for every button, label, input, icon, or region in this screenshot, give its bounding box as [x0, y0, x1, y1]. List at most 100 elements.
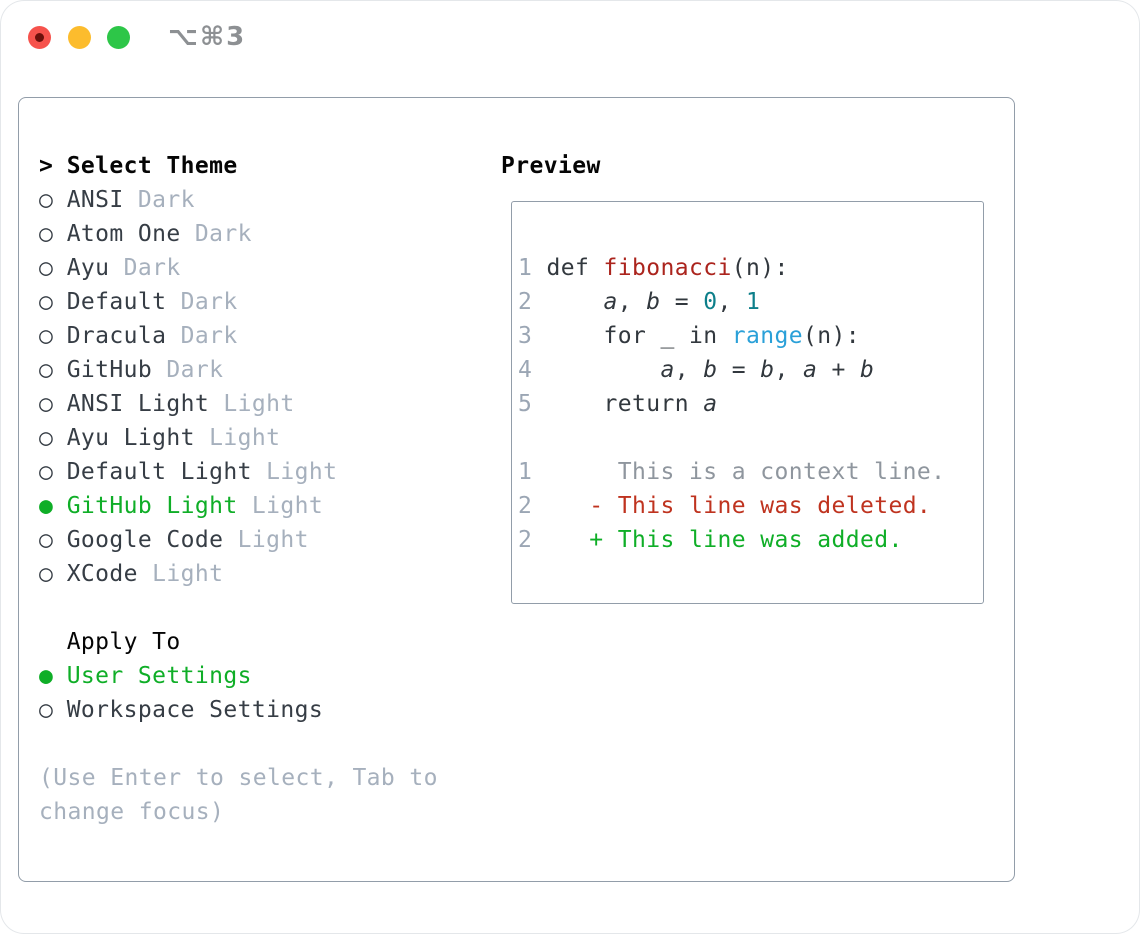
help-text-line-1: (Use Enter to select, Tab to [39, 765, 438, 791]
code-token-add: + This line was added. [589, 527, 903, 553]
code-token-call: range [731, 323, 803, 349]
code-token-code: + [817, 357, 860, 383]
theme-option[interactable]: ○ Atom One Dark [39, 217, 438, 251]
theme-option[interactable]: ○Default Light Light [39, 455, 438, 489]
window-title: ⌥⌘3 [168, 22, 247, 52]
code-token-code [547, 527, 590, 553]
code-token-num: 1 [518, 459, 547, 485]
code-token-code: (n): [802, 323, 860, 349]
theme-list: ○ ANSI Dark ○ Atom One Dark ○ Ayu Dark ○ Defaul… [39, 183, 438, 591]
code-token-code: = [660, 289, 704, 315]
theme-option[interactable]: ●GitHub Light Light [39, 489, 438, 523]
theme-variant-label: Light [194, 425, 281, 451]
titlebar: ⌥⌘3 [0, 0, 1140, 74]
apply-to-header: Apply To [39, 625, 438, 659]
code-token-func: fibonacci [603, 255, 732, 281]
code-line [518, 421, 983, 455]
code-token-code: , [717, 289, 746, 315]
select-theme-title: Select Theme [66, 153, 238, 179]
option-label: Workspace Settings [66, 697, 324, 723]
radio-unselected-icon: ○ [39, 527, 54, 553]
theme-variant-label: Light [137, 561, 224, 587]
code-token-code: , [617, 289, 647, 315]
code-token-var: b [703, 357, 718, 383]
code-token-code: def [546, 255, 604, 281]
theme-variant-label: Light [209, 391, 295, 417]
preview-header: Preview [501, 153, 601, 179]
code-token-code: , [674, 357, 704, 383]
radio-unselected-icon: ○ [39, 187, 54, 213]
code-line: 5 return a [518, 387, 983, 421]
theme-option[interactable]: ○ANSI Light Light [39, 387, 438, 421]
option-label: Ayu Light [66, 425, 195, 451]
code-line: 4 a, b = b, a + b [518, 353, 983, 387]
theme-variant-label: Dark [152, 357, 224, 383]
theme-variant-label: Light [237, 493, 324, 519]
code-token-var: b [646, 289, 661, 315]
code-token-var: a [802, 357, 818, 383]
option-label: ANSI [66, 187, 124, 213]
option-label: User Settings [66, 663, 252, 689]
theme-option[interactable]: ○ ANSI Dark [39, 183, 438, 217]
option-label: Default Light [66, 459, 252, 485]
select-theme-header: > Select Theme [39, 149, 438, 183]
radio-unselected-icon: ○ [39, 221, 54, 247]
option-label: Atom One [66, 221, 181, 247]
spacer [39, 727, 438, 761]
theme-variant-label: Dark [123, 187, 195, 213]
code-token-num: 2 [518, 493, 547, 519]
help-text-line-2: change focus) [39, 799, 225, 825]
code-token-num: 4 [518, 357, 547, 383]
option-label: GitHub [66, 357, 153, 383]
code-line: 2 a, b = 0, 1 [518, 285, 983, 319]
apply-to-title: Apply To [66, 629, 181, 655]
code-line: 3 for _ in range(n): [518, 319, 983, 353]
code-token-code: for _ in [546, 323, 732, 349]
code-token-lit: 0 [703, 289, 718, 315]
code-token-num: 2 [518, 289, 547, 315]
option-label: Default [66, 289, 167, 315]
theme-option[interactable]: ○Dracula Dark [39, 319, 438, 353]
code-token-num: 5 [518, 391, 547, 417]
code-token-ctx: This is a context line. [546, 459, 946, 485]
code-token-num: 3 [518, 323, 547, 349]
theme-option[interactable]: ○ Ayu Light Light [39, 421, 438, 455]
theme-option[interactable]: ○ Ayu Dark [39, 251, 438, 285]
code-token-lit: 1 [746, 289, 761, 315]
option-label: Google Code [66, 527, 224, 553]
code-line: 1 def fibonacci(n): [518, 251, 983, 285]
theme-option[interactable]: ○Default Dark [39, 285, 438, 319]
close-button-dot-icon [35, 33, 44, 42]
minimize-button[interactable] [68, 26, 91, 49]
theme-option[interactable]: ○ GitHub Dark [39, 353, 438, 387]
radio-unselected-icon: ○ [39, 697, 54, 723]
radio-unselected-icon: ○ [39, 425, 54, 451]
radio-unselected-icon: ○ [39, 459, 54, 485]
theme-selector-pane: >Select Theme ○ANSI Dark○Atom One Dark○A… [39, 149, 438, 829]
theme-variant-label: Dark [109, 255, 181, 281]
apply-to-option[interactable]: ○ Workspace Settings [39, 693, 438, 727]
apply-to-option[interactable]: ●User Settings [39, 659, 438, 693]
code-token-var: b [760, 357, 775, 383]
maximize-button[interactable] [107, 26, 130, 49]
prompt-icon: > [39, 153, 54, 179]
theme-variant-label: Dark [166, 323, 238, 349]
option-label: Dracula [66, 323, 167, 349]
main-panel: >Select Theme ○ANSI Dark○Atom One Dark○A… [18, 97, 1015, 882]
code-token-code [547, 357, 661, 383]
code-token-code [547, 289, 604, 315]
code-line: 1 This is a context line. [518, 455, 983, 489]
spacer [39, 591, 438, 625]
option-label: Ayu [66, 255, 110, 281]
code-token-var: a [603, 289, 618, 315]
theme-option[interactable]: ○Google Code Light [39, 523, 438, 557]
theme-variant-label: Dark [180, 221, 252, 247]
radio-unselected-icon: ○ [39, 357, 54, 383]
code-line: 2 + This line was added. [518, 523, 983, 557]
code-token-var: a [703, 391, 718, 417]
radio-unselected-icon: ○ [39, 289, 54, 315]
radio-unselected-icon: ○ [39, 561, 54, 587]
theme-option[interactable]: ○XCode Light [39, 557, 438, 591]
close-button[interactable] [28, 26, 51, 49]
radio-unselected-icon: ○ [39, 255, 54, 281]
